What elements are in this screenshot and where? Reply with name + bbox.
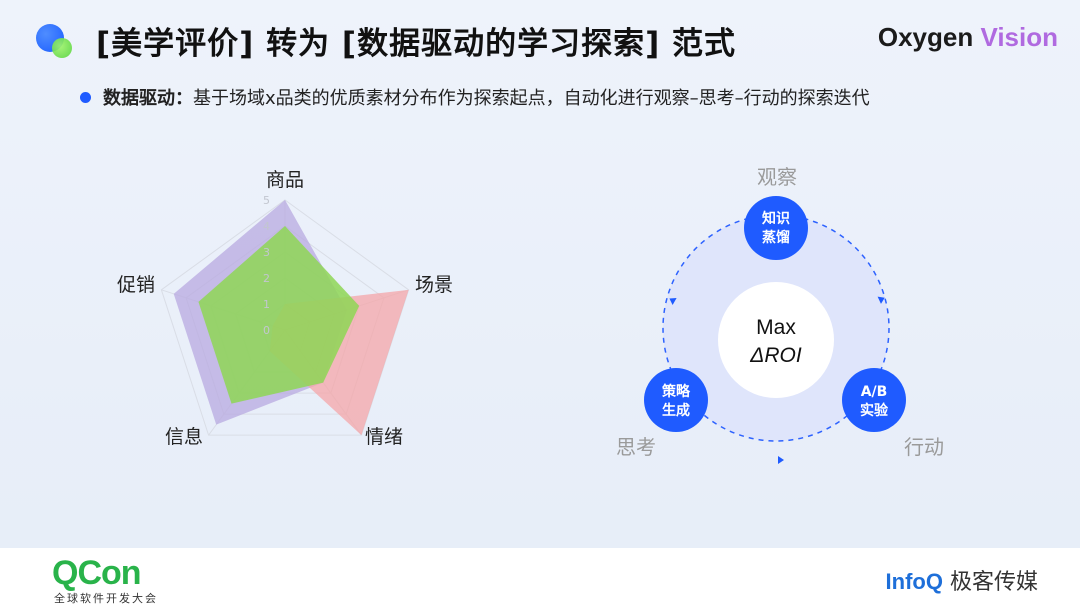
- bullet-icon: [80, 91, 91, 103]
- arrow-icon: [877, 296, 885, 304]
- label-think: 思考: [616, 435, 656, 459]
- label-observe: 观察: [757, 165, 797, 189]
- center-line1: Max: [756, 316, 796, 339]
- brand-logo: Oxygen Vision: [878, 22, 1058, 53]
- label-act: 行动: [904, 435, 944, 459]
- radar-scale-tick: 3: [263, 246, 270, 259]
- page-title: [美学评价] 转为 [数据驱动的学习探索] 范式: [96, 26, 737, 62]
- radar-grid: [160, 199, 410, 436]
- node-think: 策略 生成: [644, 368, 708, 432]
- radar-axis-label: 情绪: [365, 426, 403, 448]
- infoq-en: InfoQ: [885, 569, 943, 594]
- node-think-line1: 策略: [661, 383, 691, 400]
- subtitle-bullet: 数据驱动：基于场域x品类的优质素材分布作为探索起点，自动化进行观察–思考–行动的…: [80, 84, 870, 110]
- brand-part2: Vision: [980, 22, 1058, 52]
- brand-part1: Oxygen: [877, 22, 974, 52]
- radar-scale-tick: 0: [263, 324, 270, 337]
- node-act: A/B 实验: [842, 368, 906, 432]
- node-think-line2: 生成: [662, 402, 690, 419]
- radar-axis-label: 信息: [165, 426, 203, 448]
- infoq-logo: InfoQ 极客传媒: [886, 564, 1038, 596]
- node-observe: 知识 蒸馏: [744, 196, 808, 260]
- arrow-icon: [778, 456, 784, 464]
- radar-scale-tick: 4: [263, 220, 270, 233]
- cycle-diagram: Max ΔROI 知识 蒸馏 A/B 实验 策略 生成 观察 思考 行动: [616, 165, 944, 464]
- arrow-icon: [669, 298, 677, 305]
- logo-dots-icon: [36, 24, 76, 60]
- radar-scale-tick: 5: [263, 194, 270, 207]
- qcon-subtitle: 全球软件开发大会: [54, 592, 158, 605]
- radar-axis-label: 场景: [415, 274, 453, 296]
- node-act-line1: A/B: [861, 384, 888, 400]
- radar-axis-label: 促销: [117, 274, 155, 296]
- radar-axis-label: 商品: [266, 169, 304, 191]
- radar-series-3: [198, 226, 360, 404]
- node-observe-line2: 蒸馏: [762, 229, 790, 246]
- node-act-line2: 实验: [860, 402, 889, 419]
- footer: QCon 全球软件开发大会 InfoQ 极客传媒: [0, 548, 1080, 608]
- slide: [美学评价] 转为 [数据驱动的学习探索] 范式 Oxygen Vision 数…: [36, 22, 1058, 464]
- qcon-logo: QCon: [52, 554, 142, 592]
- cycle-center: [718, 282, 834, 398]
- infoq-cn: 极客传媒: [949, 570, 1038, 595]
- subtitle-text: 基于场域x品类的优质素材分布作为探索起点，自动化进行观察–思考–行动的探索迭代: [193, 88, 870, 109]
- radar-scale-tick: 2: [263, 272, 270, 285]
- radar-scale-tick: 1: [263, 298, 270, 311]
- node-observe-line1: 知识: [762, 210, 790, 227]
- subtitle-label: 数据驱动：: [103, 88, 193, 109]
- center-line2: ΔROI: [749, 344, 802, 367]
